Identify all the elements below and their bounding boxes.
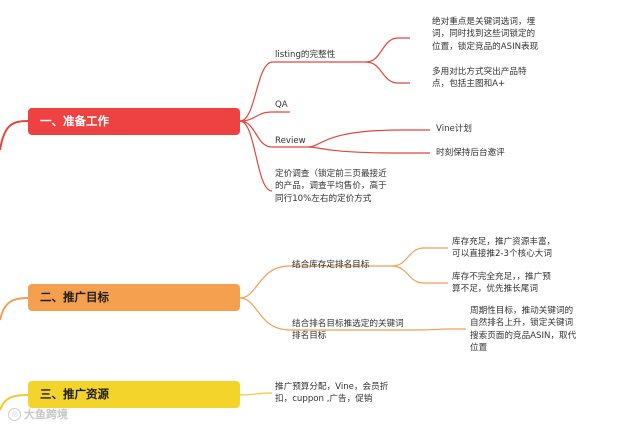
- root-connector-2: [0, 297, 29, 321]
- node-inventory-limited[interactable]: 库存不完全充足，，推广预 算不足，优先推长尾词: [452, 272, 551, 295]
- node-pricing[interactable]: 定价调查（锁定前三页最接近 的产品，调查平均售价，高于 同行10%左右的定价方式: [275, 169, 387, 204]
- node-resource-summary[interactable]: 推广预算分配，Vine，会员折 扣，cuppon ,广告，促销: [275, 382, 389, 405]
- node-listing[interactable]: listing的完整性: [275, 50, 336, 60]
- section-goals[interactable]: 二、推广目标: [28, 284, 240, 311]
- node-listing-keywords[interactable]: 绝对重点是关键词选词，埋 词，同时找到这些词锁定的 位置，锁定竞品的ASIN表现: [432, 17, 539, 52]
- node-review-vine[interactable]: Vine计划: [436, 124, 472, 134]
- resource-branches: [239, 392, 273, 396]
- watermark-text: 大鱼跨境: [24, 408, 68, 421]
- watermark: ◎ 大鱼跨境: [8, 406, 68, 422]
- section-resources[interactable]: 三、推广资源: [28, 381, 240, 408]
- node-review-request[interactable]: 时刻保持后台邀评: [436, 148, 505, 158]
- prep-branches: [239, 37, 430, 192]
- goal-branches: [239, 247, 466, 331]
- circle-logo-icon: ◎: [8, 407, 21, 421]
- section-prep[interactable]: 一、准备工作: [28, 108, 240, 135]
- node-listing-contrast[interactable]: 多用对比方式突出产品特 点，包括主图和A+: [432, 67, 527, 90]
- node-review[interactable]: Review: [275, 136, 306, 146]
- root-connector-1: [0, 120, 29, 151]
- node-keyword-target[interactable]: 结合排名目标推选定的关键词 排名目标: [292, 319, 404, 342]
- root-connector-3: [0, 394, 29, 411]
- node-inventory-target[interactable]: 结合库存定排名目标: [292, 260, 370, 270]
- node-qa[interactable]: QA: [275, 100, 288, 110]
- node-inventory-rich[interactable]: 库存充足，推广资源丰富， 可以直接推2-3个核心大词: [452, 237, 556, 260]
- node-keyword-cycle[interactable]: 周期性目标，推动关键词的 自然排名上升，锁定关键词 搜索页面的竞品ASIN，取代…: [470, 306, 577, 354]
